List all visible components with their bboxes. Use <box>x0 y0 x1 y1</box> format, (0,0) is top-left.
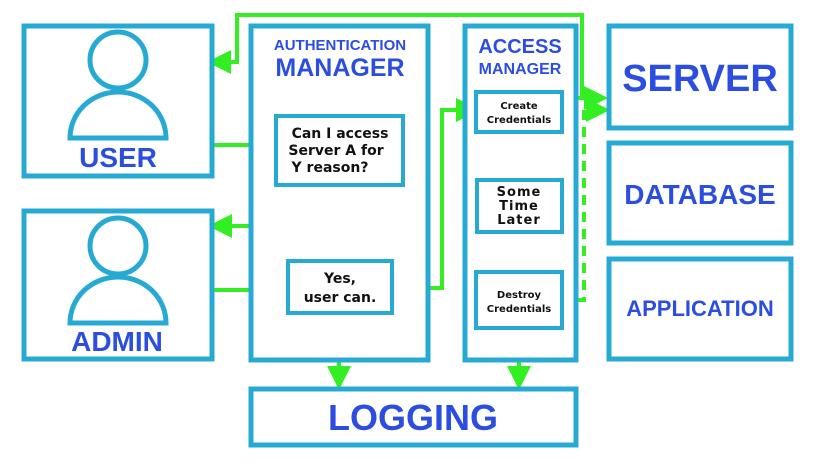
server-label: SERVER <box>622 58 778 100</box>
logging-box: LOGGING <box>248 386 579 448</box>
response-line-2: user can. <box>304 290 377 306</box>
access-manager-title-line1: ACCESS <box>478 36 561 58</box>
arrow-access-to-user <box>207 13 584 100</box>
application-label: APPLICATION <box>626 296 773 321</box>
arrow-destroy-to-server <box>560 98 610 302</box>
access-request-box: Can I access Server A for Y reason? <box>274 114 405 187</box>
wait-line-3: Later <box>497 213 541 228</box>
auth-manager-title-line1: AUTHENTICATION <box>274 37 406 54</box>
authentication-manager: AUTHENTICATION MANAGER Can I access Serv… <box>248 23 431 363</box>
database-label: DATABASE <box>624 179 775 210</box>
logging-label: LOGGING <box>328 397 498 438</box>
some-time-later-box: Some Time Later <box>475 178 564 234</box>
admin-label: ADMIN <box>71 326 163 357</box>
admin-box: ADMIN <box>21 208 215 362</box>
access-manager-title-line2: MANAGER <box>479 61 562 78</box>
wait-line-2: Time <box>499 199 539 214</box>
application-box: APPLICATION <box>606 256 794 362</box>
request-line-2: Server A for <box>288 143 383 159</box>
approval-response-box: Yes, user can. <box>286 259 394 315</box>
request-line-3: Y reason? <box>291 160 369 176</box>
database-box: DATABASE <box>606 140 794 246</box>
response-line-1: Yes, <box>323 271 356 287</box>
request-line-1: Can I access <box>292 126 389 142</box>
destroy-line-1: Destroy <box>497 290 542 301</box>
server-box: SERVER <box>606 23 794 131</box>
create-line-1: Create <box>500 101 538 112</box>
auth-manager-title-line2: MANAGER <box>275 54 404 82</box>
access-manager: ACCESS MANAGER Create Credentials Some T… <box>462 23 579 363</box>
destroy-line-2: Credentials <box>487 304 551 315</box>
user-label: USER <box>79 142 157 173</box>
user-box: USER <box>21 23 215 179</box>
admin-icon <box>67 215 169 326</box>
wait-line-1: Some <box>497 185 542 200</box>
destroy-credentials-box: Destroy Credentials <box>474 270 564 330</box>
user-icon <box>67 29 169 141</box>
create-line-2: Credentials <box>487 115 551 126</box>
create-credentials-box: Create Credentials <box>474 90 564 134</box>
